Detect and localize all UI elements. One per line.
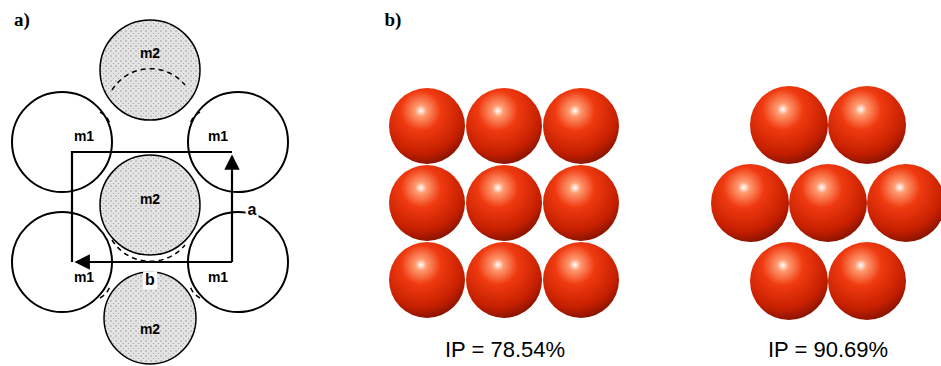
packing-fraction: IP = 78.54% xyxy=(445,338,565,362)
sphere xyxy=(789,164,867,242)
sphere xyxy=(466,88,542,164)
mass-label: m1 xyxy=(74,270,94,285)
packing-fraction: IP = 90.69% xyxy=(768,338,888,362)
sphere xyxy=(543,165,619,241)
sphere xyxy=(466,165,542,241)
sphere xyxy=(828,242,906,320)
sphere xyxy=(389,242,465,318)
sphere xyxy=(543,88,619,164)
sphere xyxy=(867,164,941,242)
sphere xyxy=(389,165,465,241)
sphere xyxy=(389,88,465,164)
sphere xyxy=(466,242,542,318)
sphere xyxy=(711,164,789,242)
mass-label: m1 xyxy=(74,129,94,144)
sphere xyxy=(543,242,619,318)
mass-label: m2 xyxy=(140,322,160,337)
mass-label: m2 xyxy=(140,192,160,207)
sphere xyxy=(750,86,828,164)
sphere xyxy=(750,242,828,320)
dimension-label: b xyxy=(143,271,157,289)
mass-label: m1 xyxy=(208,270,228,285)
panel-letter: a) xyxy=(14,10,30,31)
mass-label: m1 xyxy=(208,129,228,144)
sphere xyxy=(828,86,906,164)
panel-letter: b) xyxy=(385,10,402,31)
mass-label: m2 xyxy=(140,46,160,61)
dimension-label: a xyxy=(246,201,259,219)
